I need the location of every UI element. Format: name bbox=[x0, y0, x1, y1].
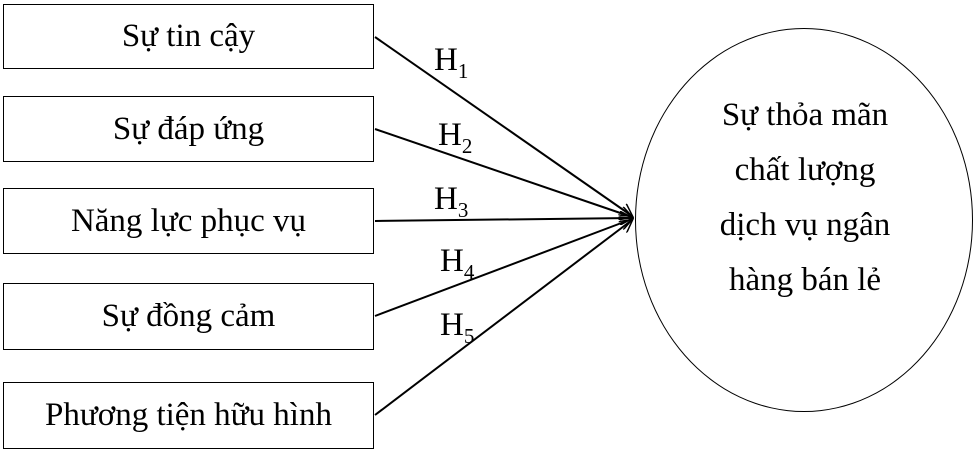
factor-box-assurance: Năng lực phục vụ bbox=[3, 188, 374, 254]
arrow-h2 bbox=[374, 128, 632, 217]
outcome-line: dịch vụ ngân bbox=[719, 207, 891, 243]
arrow-h4 bbox=[374, 219, 632, 317]
factor-label: Năng lực phục vụ bbox=[70, 202, 307, 239]
hypothesis-label-h3: H3 bbox=[434, 181, 469, 222]
hypothesis-label-h5: H5 bbox=[440, 307, 475, 348]
outcome-line: chất lượng bbox=[734, 152, 876, 188]
factor-label: Sự tin cậy bbox=[121, 18, 256, 54]
factor-label: Sự đáp ứng bbox=[112, 110, 265, 147]
outcome-ellipse bbox=[635, 28, 973, 412]
outcome-line: hàng bán lẻ bbox=[728, 262, 882, 298]
factor-label: Phương tiện hữu hình bbox=[45, 397, 332, 433]
factor-box-reliability: Sự tin cậy bbox=[3, 4, 374, 69]
hypothesis-label-h4: H4 bbox=[440, 243, 475, 284]
outcome-line: Sự thỏa mãn bbox=[721, 97, 889, 133]
hypothesis-label-h1: H1 bbox=[434, 42, 469, 83]
factor-box-responsiveness: Sự đáp ứng bbox=[3, 96, 374, 162]
factor-label: Sự đồng cảm bbox=[101, 298, 276, 334]
arrow-h1 bbox=[374, 36, 632, 216]
arrow-h5 bbox=[374, 220, 632, 416]
arrow-h3 bbox=[374, 218, 632, 221]
outcome-label: Sự thỏa mãn chất lượng dịch vụ ngân hàng… bbox=[660, 88, 950, 308]
hypothesis-label-h2: H2 bbox=[438, 117, 473, 158]
factor-box-empathy: Sự đồng cảm bbox=[3, 283, 374, 350]
factor-box-tangibles: Phương tiện hữu hình bbox=[3, 382, 374, 449]
